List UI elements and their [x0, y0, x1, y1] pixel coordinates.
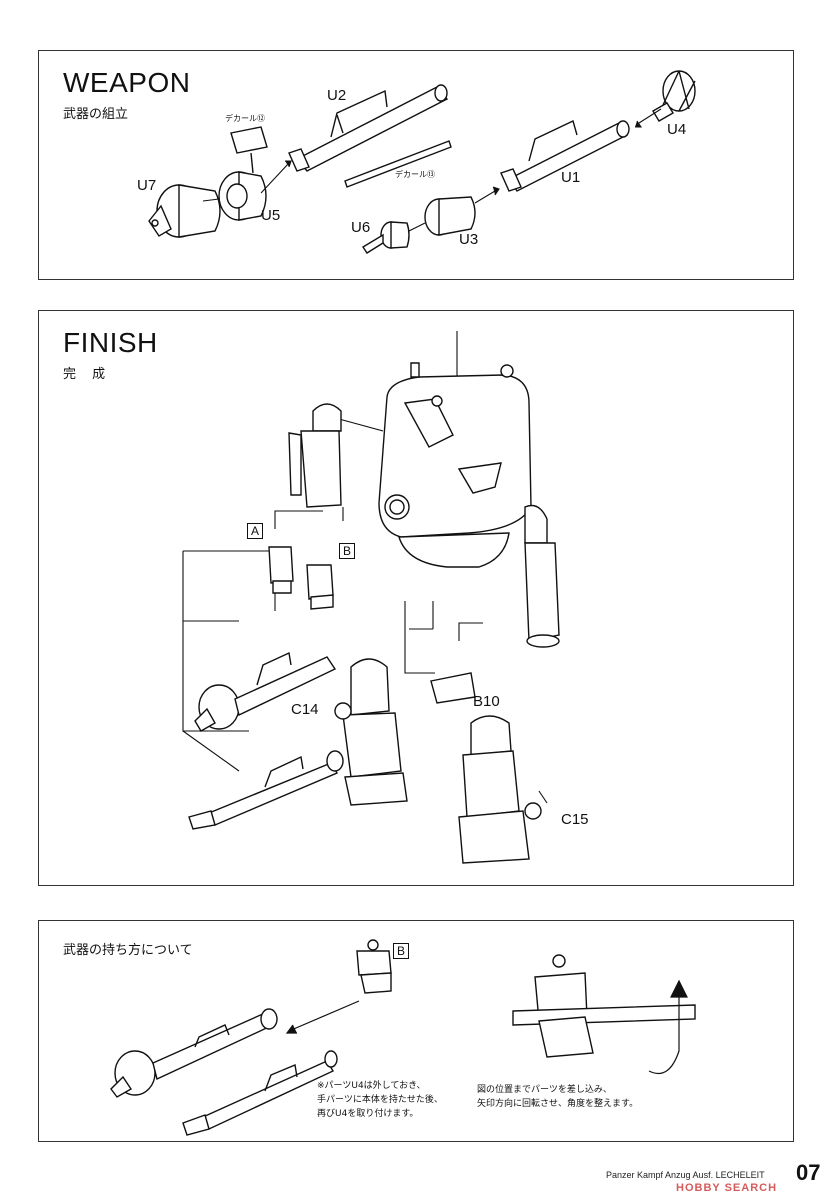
finish-assembly-illustration [182, 331, 560, 864]
hand-rotation-detail [512, 954, 696, 1058]
finish-title: FINISH [63, 327, 158, 358]
hand-b-part [306, 564, 334, 610]
hand-a-box-label: A [247, 523, 263, 539]
holding-hand-b-box-label: B [393, 943, 409, 959]
b10-part [430, 672, 476, 704]
hand-b-box-label: B [339, 543, 355, 559]
u3-label: U3 [459, 231, 479, 248]
u1-label: U1 [561, 169, 581, 186]
footer-product-name: Panzer Kampf Anzug Ausf. LECHELEIT [606, 1170, 765, 1180]
weapon-subtitle: 武器の組立 [63, 107, 129, 122]
weapon-holding-panel: 武器の持ち方について [38, 920, 794, 1142]
holding-note-left: ※パーツU4は外しておき、 手パーツに本体を持たせた後、 再びU4を取り付けます… [317, 1081, 443, 1119]
u5-label: U5 [261, 207, 281, 224]
u6-label: U6 [351, 219, 371, 236]
weapon-lance-upper [194, 651, 337, 732]
c15-label: C15 [561, 811, 589, 828]
decal-12-sticker [230, 126, 268, 174]
weapon-panel: WEAPON 武器の組立 [38, 50, 794, 280]
u4-cage-part [652, 70, 696, 122]
weapon-assembly-illustration [148, 70, 696, 254]
decal-12-label: デカール⑫ [225, 114, 265, 123]
footer-watermark: HOBBY SEARCH [676, 1182, 778, 1194]
u3-part [424, 196, 476, 236]
holding-illustration [110, 939, 696, 1136]
c15-part [524, 802, 542, 820]
c14-label: C14 [291, 701, 319, 718]
u5-part [218, 171, 267, 221]
hand-a-part [268, 546, 294, 594]
left-arm-part [288, 403, 342, 508]
u7-cone-part [148, 184, 221, 238]
finish-subtitle: 完 成 [63, 367, 112, 382]
holding-arrows [285, 979, 688, 1075]
u2-label: U2 [327, 87, 347, 104]
weapon-lance-lower [188, 750, 344, 830]
holding-weapon-lower [182, 1050, 338, 1136]
holding-title: 武器の持ち方について [63, 943, 193, 958]
u6-part [362, 221, 410, 254]
left-leg-part [342, 658, 408, 806]
b10-label: B10 [473, 693, 500, 710]
right-leg-part [458, 715, 530, 864]
u2-tube-part [288, 84, 449, 172]
footer-page-number: 07 [796, 1160, 821, 1185]
weapon-title: WEAPON [63, 67, 191, 98]
finish-panel: FINISH 完 成 [38, 310, 794, 886]
decal-13-label: デカール⑬ [395, 170, 435, 179]
holding-note-right: 図の位置までパーツを差し込み、 矢印方向に回転させ、角度を整えます。 [477, 1085, 639, 1109]
assembly-arrows [202, 108, 662, 232]
holding-weapon-upper [110, 1008, 278, 1098]
mech-body [378, 362, 532, 538]
u4-label: U4 [667, 121, 687, 138]
c14-part [334, 702, 352, 720]
hand-b-illustration [356, 939, 392, 994]
mech-pelvis [398, 532, 510, 568]
u7-label: U7 [137, 177, 157, 194]
decal-13-strip [344, 140, 452, 188]
right-arm-part [524, 504, 560, 648]
u1-tube-part [500, 120, 630, 192]
